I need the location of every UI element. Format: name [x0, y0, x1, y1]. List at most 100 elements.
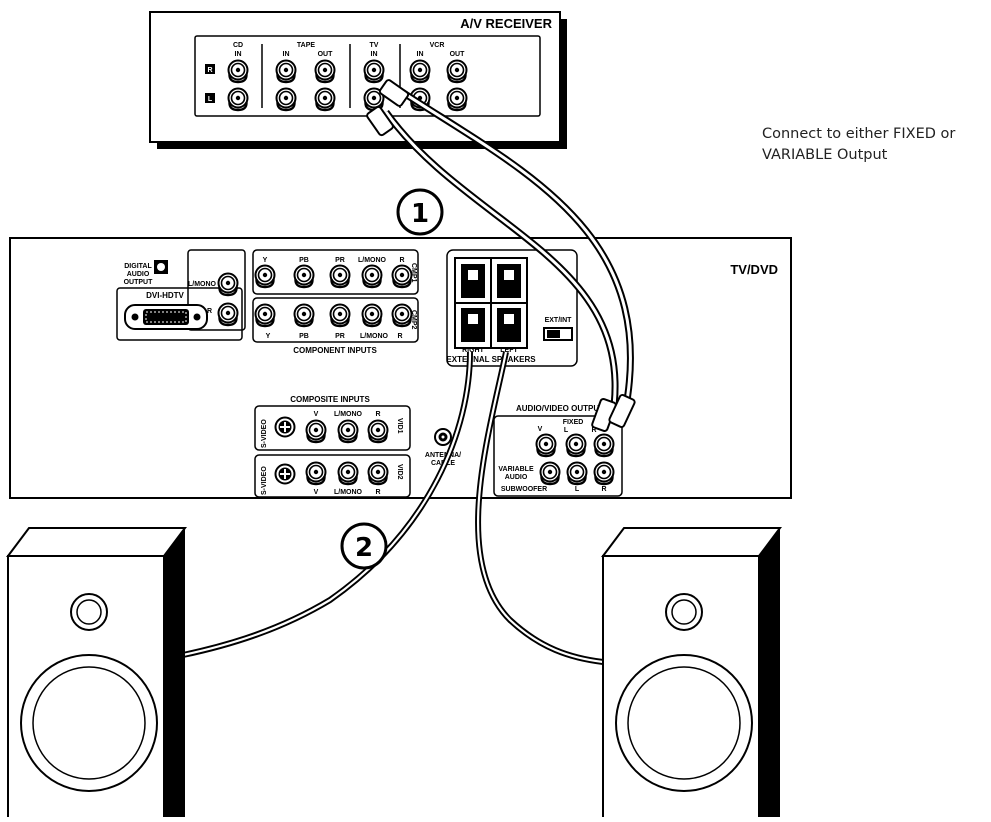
jack-cmp1-r[interactable]	[391, 264, 413, 289]
jack-tv-in-r[interactable]	[363, 59, 385, 84]
svideo-vid1-port[interactable]	[274, 416, 296, 438]
component-inputs-label: COMPONENT INPUTS	[293, 346, 377, 355]
jack-cmp2-pb[interactable]	[293, 303, 315, 328]
receiver-vcr-in-label: IN	[417, 51, 424, 58]
jack-tape-in-l[interactable]	[275, 87, 297, 112]
dvi-audio-panel	[187, 249, 246, 331]
jack-vid1-l[interactable]	[337, 419, 359, 444]
dvi-lmono-label: L/MONO	[188, 281, 217, 288]
terminal-left-pos[interactable]	[497, 264, 521, 298]
jack-vcr-out-l[interactable]	[446, 87, 468, 112]
cmp1-lmono-label: L/MONO	[358, 257, 387, 264]
cmp2-lmono-label: L/MONO	[360, 333, 389, 340]
terminal-right-pos[interactable]	[461, 264, 485, 298]
receiver-vcr-out-label: OUT	[450, 51, 466, 58]
av-fixed-label: FIXED	[563, 419, 584, 426]
jack-cmp1-pb[interactable]	[293, 264, 315, 289]
receiver-tv-in-label: IN	[371, 51, 378, 58]
external-speakers-label: EXTERNAL SPEAKERS	[446, 355, 536, 364]
terminal-hole	[504, 270, 514, 280]
cmp2-pb-label: PB	[299, 333, 309, 340]
receiver-vcr-label: VCR	[430, 42, 445, 49]
ext-int-switch[interactable]	[543, 327, 573, 341]
jack-cd-in-r[interactable]	[227, 59, 249, 84]
jack-tape-in-r[interactable]	[275, 59, 297, 84]
jack-vid1-r[interactable]	[367, 419, 389, 444]
vid1-panel	[254, 405, 411, 451]
dvi-r-label: R	[207, 308, 212, 315]
antenna-connector[interactable]	[434, 428, 452, 446]
jack-vcr-out-r[interactable]	[446, 59, 468, 84]
av-variable-l-label: L	[575, 486, 580, 493]
jack-tape-out-l[interactable]	[314, 87, 336, 112]
terminal-left-neg[interactable]	[497, 308, 521, 342]
vid2-svideo-label: S-VIDEO	[261, 466, 268, 495]
composite-inputs-label: COMPOSITE INPUTS	[290, 395, 370, 404]
vid1-r-label: R	[375, 411, 380, 418]
subwoofer-label: SUBWOOFER	[501, 486, 547, 493]
cmp2-y-label: Y	[266, 333, 271, 340]
cmp1-label: CMP1	[410, 263, 417, 283]
tv-title: TV/DVD	[730, 262, 778, 277]
terminal-hole	[468, 270, 478, 280]
vid1-v-label: V	[314, 411, 319, 418]
av-receiver: A/V RECEIVER CD IN TAPE IN OUT TV IN VCR…	[149, 11, 567, 149]
speaker-wire-left	[182, 351, 473, 658]
vid2-r-label: R	[375, 489, 380, 496]
channel-l-badge	[205, 93, 215, 103]
av-variable-r-label: R	[601, 486, 606, 493]
channel-r-badge	[205, 64, 215, 74]
jack-cmp2-r[interactable]	[391, 303, 413, 328]
jack-cmp1-l[interactable]	[361, 264, 383, 289]
channel-l-label: L	[208, 96, 213, 103]
jack-tape-out-r[interactable]	[314, 59, 336, 84]
speaker-panel	[446, 249, 578, 367]
dvi-connector[interactable]	[124, 304, 208, 330]
terminal-right-neg[interactable]	[461, 308, 485, 342]
speaker-wire-right	[475, 351, 604, 665]
digital-audio-label-2: AUDIO	[127, 271, 150, 278]
cmp1-y-label: Y	[263, 257, 268, 264]
jack-vid2-v[interactable]	[305, 461, 327, 486]
cmp1-pb-label: PB	[299, 257, 309, 264]
receiver-cd-label: CD	[233, 42, 243, 49]
svideo-vid2-port[interactable]	[274, 463, 296, 485]
cmp1-r-label: R	[399, 257, 404, 264]
receiver-tape-in-label: IN	[283, 51, 290, 58]
jack-variable-r[interactable]	[593, 461, 615, 486]
jack-cmp1-pr[interactable]	[329, 264, 351, 289]
cmp2-r-label: R	[397, 333, 402, 340]
jack-subwoofer[interactable]	[539, 461, 561, 486]
jack-av-v-out[interactable]	[535, 433, 557, 458]
dvi-panel	[116, 287, 243, 341]
vid2-lmono-label: L/MONO	[334, 489, 363, 496]
jack-cmp2-y[interactable]	[254, 303, 276, 328]
jack-vid2-r[interactable]	[367, 461, 389, 486]
receiver-tv-label: TV	[370, 42, 379, 49]
rca-plug	[366, 79, 410, 137]
jack-fixed-l[interactable]	[565, 433, 587, 458]
speaker-right-label: RIGHT	[462, 347, 485, 354]
tv-dvd-unit: TV/DVD DIGITAL AUDIO OUTPUT DVI-HDTV L/M…	[9, 237, 792, 499]
variable-audio-label-1: VARIABLE	[498, 466, 534, 473]
cmp1-panel	[252, 249, 419, 295]
jack-dvi-r[interactable]	[217, 302, 239, 327]
step-1-marker: 1	[396, 188, 444, 236]
speaker-left-label: LEFT	[500, 347, 518, 354]
receiver-cd-in-label: IN	[235, 51, 242, 58]
jack-dvi-l[interactable]	[217, 272, 239, 297]
jack-cmp2-l[interactable]	[361, 303, 383, 328]
av-fixed-l-label: L	[564, 427, 569, 434]
terminal-hole	[468, 314, 478, 324]
vid2-label: VID2	[396, 464, 403, 480]
jack-vcr-in-r[interactable]	[409, 59, 431, 84]
jack-vid1-v[interactable]	[305, 419, 327, 444]
jack-fixed-r[interactable]	[593, 433, 615, 458]
jack-variable-l[interactable]	[566, 461, 588, 486]
jack-cd-in-l[interactable]	[227, 87, 249, 112]
jack-vid2-l[interactable]	[337, 461, 359, 486]
jack-cmp1-y[interactable]	[254, 264, 276, 289]
cmp2-pr-label: PR	[335, 333, 345, 340]
jack-cmp2-pr[interactable]	[329, 303, 351, 328]
